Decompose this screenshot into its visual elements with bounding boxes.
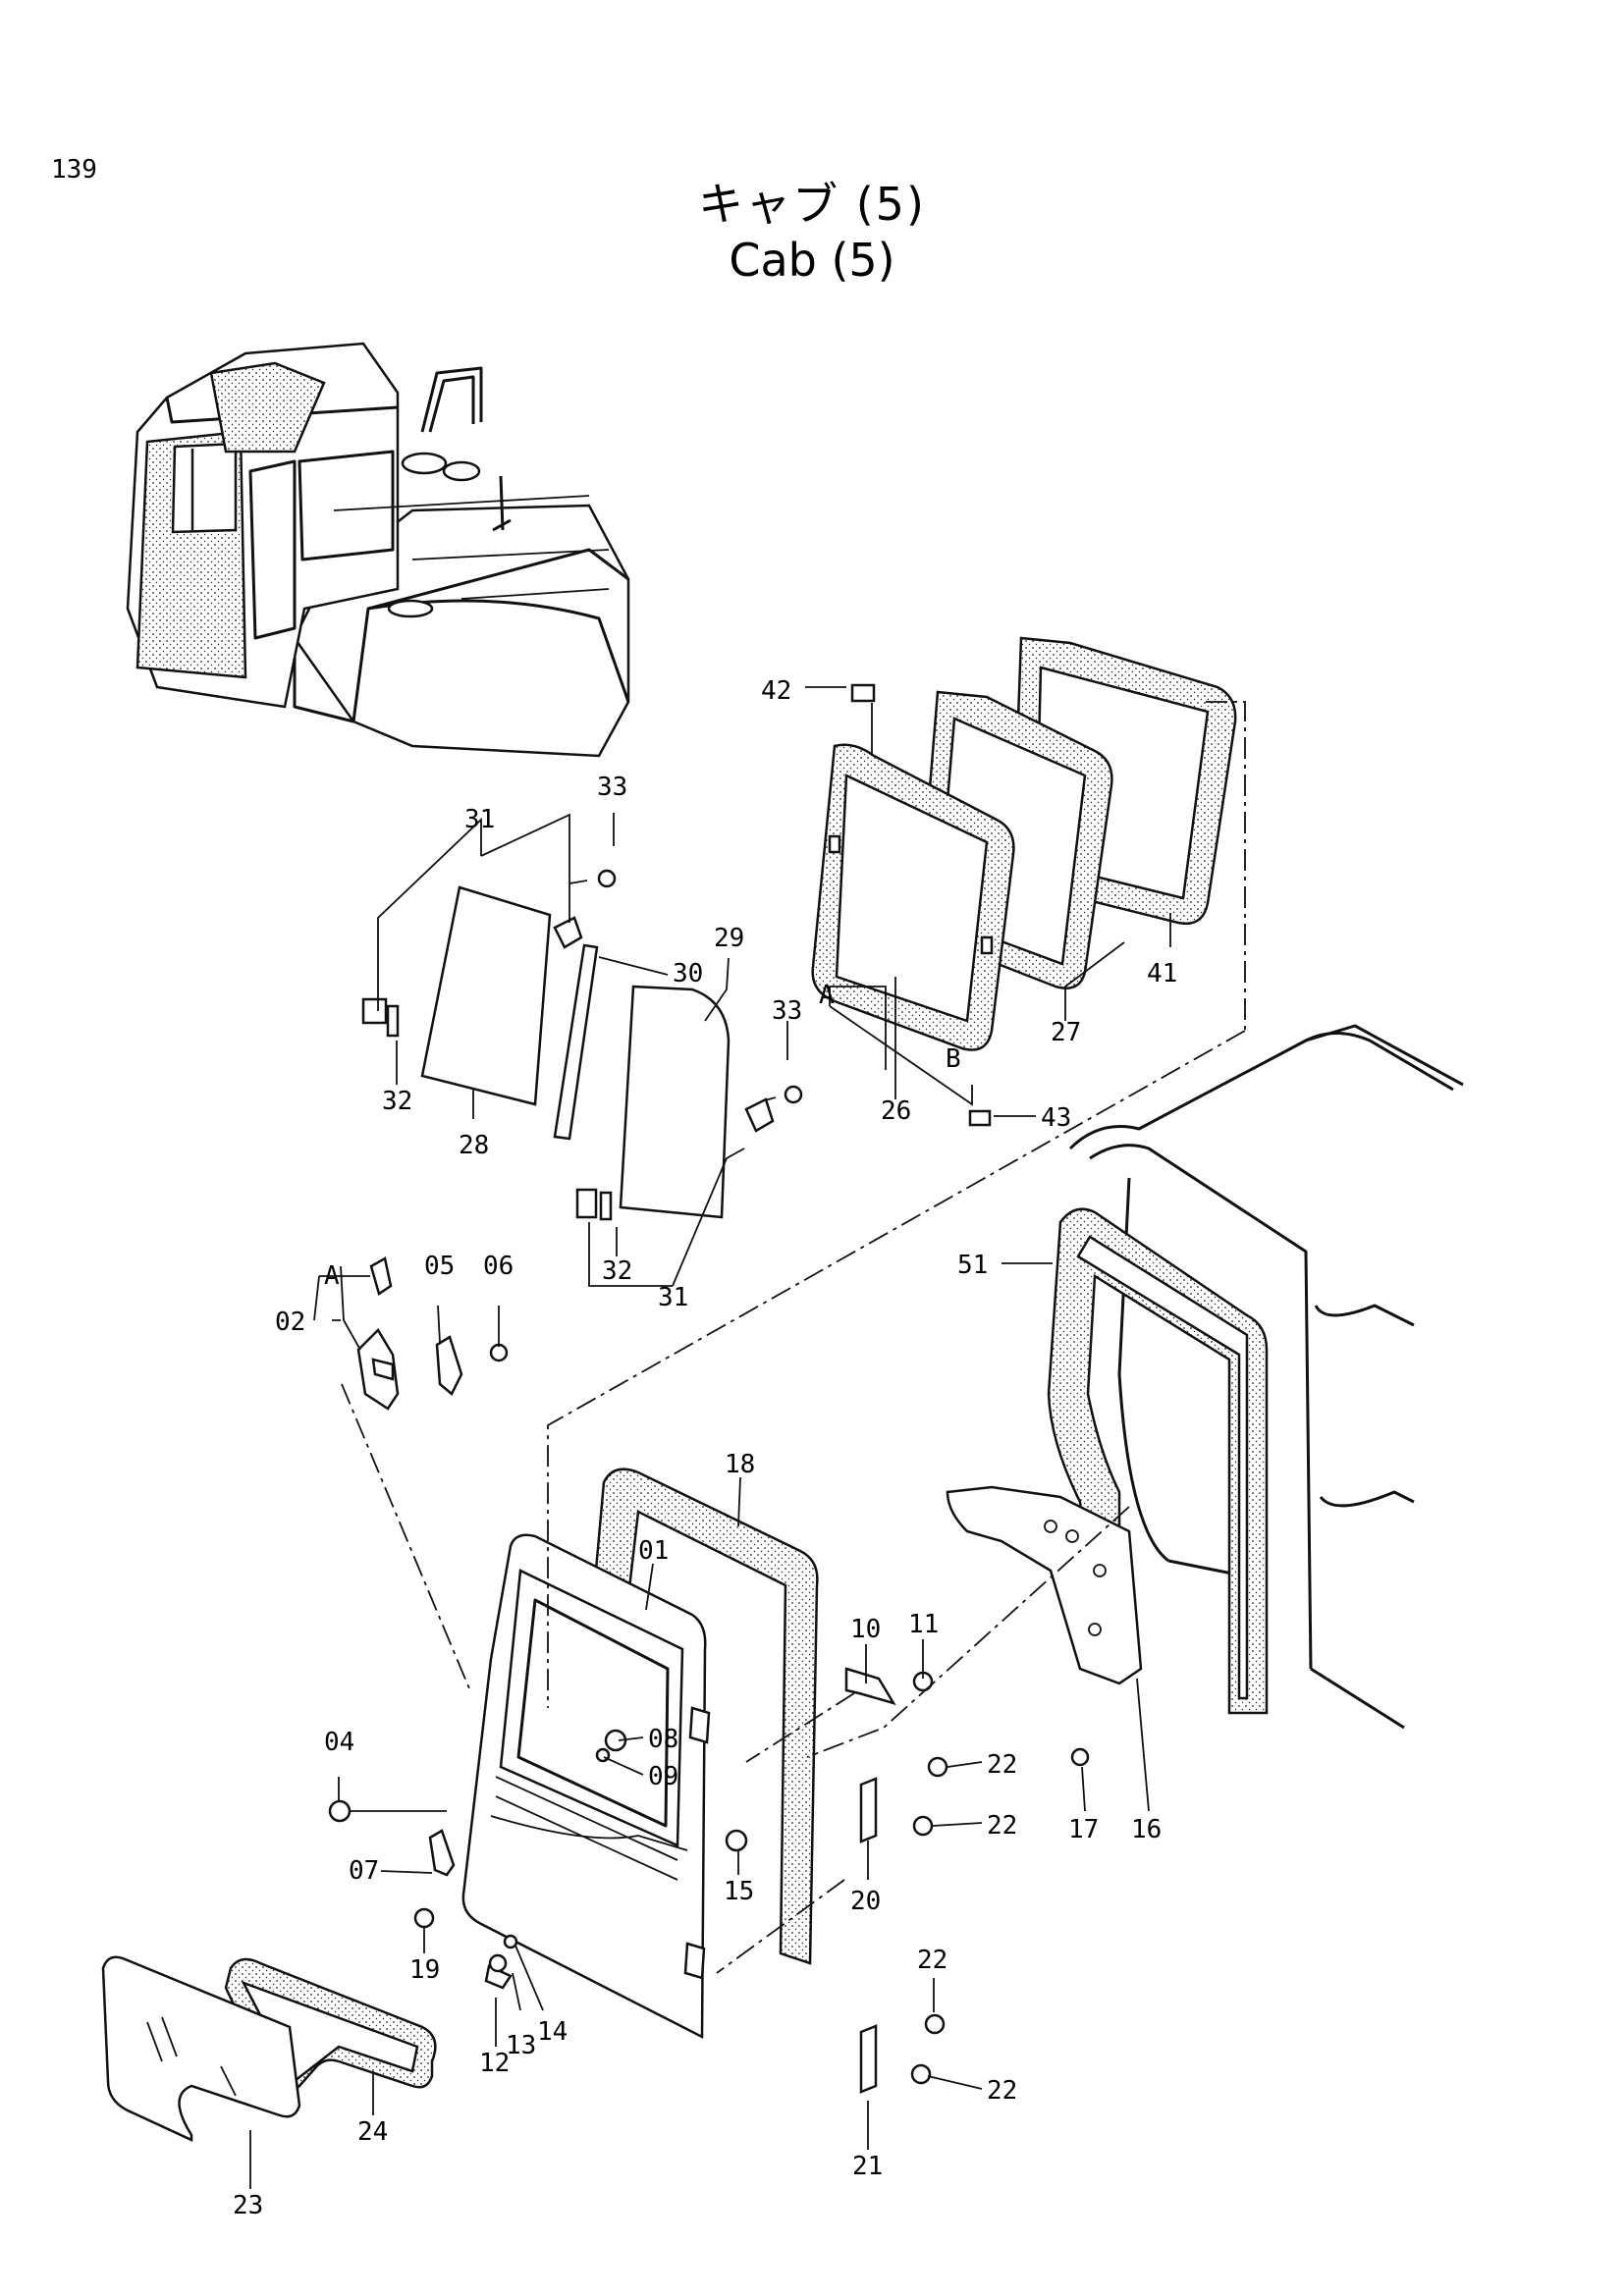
callout-label: 43 — [1041, 1103, 1071, 1133]
callout-label: 22 — [987, 1811, 1017, 1841]
callout-label: 31 — [658, 1283, 688, 1312]
callout-label: 20 — [850, 1887, 881, 1916]
callout-label: 08 — [648, 1725, 678, 1754]
callout-label: 02 — [275, 1308, 305, 1337]
callout-label: 10 — [850, 1615, 881, 1644]
callout-label: 01 — [638, 1536, 669, 1566]
callout-label: 14 — [537, 2017, 568, 2047]
page-title-english: Cab (5) — [729, 234, 895, 287]
part-29-glass-rear — [619, 985, 731, 1219]
callout-label: 33 — [772, 996, 802, 1026]
callout-label: 27 — [1051, 1018, 1081, 1047]
callout-label: 04 — [324, 1728, 354, 1757]
callout-label: 29 — [714, 924, 744, 953]
callout-label: A — [324, 1261, 340, 1291]
callout-label: 30 — [673, 959, 703, 988]
callout-label: B — [946, 1044, 961, 1074]
callout-label: 22 — [987, 2076, 1017, 2106]
callout-label: 12 — [479, 2049, 510, 2078]
part-28-glass-front — [420, 885, 552, 1106]
callout-label: 19 — [409, 1955, 440, 1985]
callout-label: 32 — [382, 1087, 412, 1116]
window-frame-group — [811, 636, 1237, 1127]
cab-body-illustration — [1047, 1024, 1464, 1730]
page-title-japanese: キャブ (5) — [698, 178, 926, 231]
callout-label: 18 — [725, 1450, 755, 1479]
excavator-overview-illustration — [126, 342, 630, 758]
callout-label: 23 — [233, 2191, 263, 2220]
callout-label: 31 — [464, 805, 495, 834]
callout-label: 28 — [459, 1131, 489, 1160]
callout-label: 26 — [881, 1096, 911, 1126]
part-30-rail — [553, 943, 599, 1141]
callout-label: A — [819, 981, 835, 1010]
callout-label: 21 — [852, 2152, 883, 2181]
callout-label: 33 — [597, 773, 627, 802]
callout-label: 51 — [957, 1251, 988, 1280]
callout-label: 11 — [908, 1610, 939, 1639]
callout-label: 15 — [724, 1877, 754, 1906]
callout-label: 22 — [987, 1750, 1017, 1780]
callout-label: 17 — [1068, 1815, 1099, 1844]
callout-label: 07 — [349, 1856, 379, 1886]
leader-lines — [249, 686, 1171, 2189]
callout-label: 16 — [1131, 1815, 1162, 1844]
callout-label: 41 — [1147, 959, 1177, 988]
sliding-glass-group — [361, 869, 803, 1221]
callout-label: 09 — [648, 1762, 678, 1791]
callout-label: 42 — [761, 676, 791, 706]
callout-label: 24 — [357, 2117, 388, 2147]
callout-label: 22 — [917, 1946, 947, 1975]
callout-label: 32 — [602, 1256, 632, 1286]
page-number: 139 — [51, 155, 97, 185]
callout-label: 05 — [424, 1252, 455, 1281]
assembly-guide-lines — [341, 701, 1246, 1974]
callout-label: 06 — [483, 1252, 514, 1281]
callout-label: 13 — [506, 2031, 536, 2060]
door-assembly — [101, 1256, 1143, 2142]
callout-labels: 42 33 31 29 30 28 32 33 A B 26 27 41 43 … — [233, 676, 1177, 2220]
